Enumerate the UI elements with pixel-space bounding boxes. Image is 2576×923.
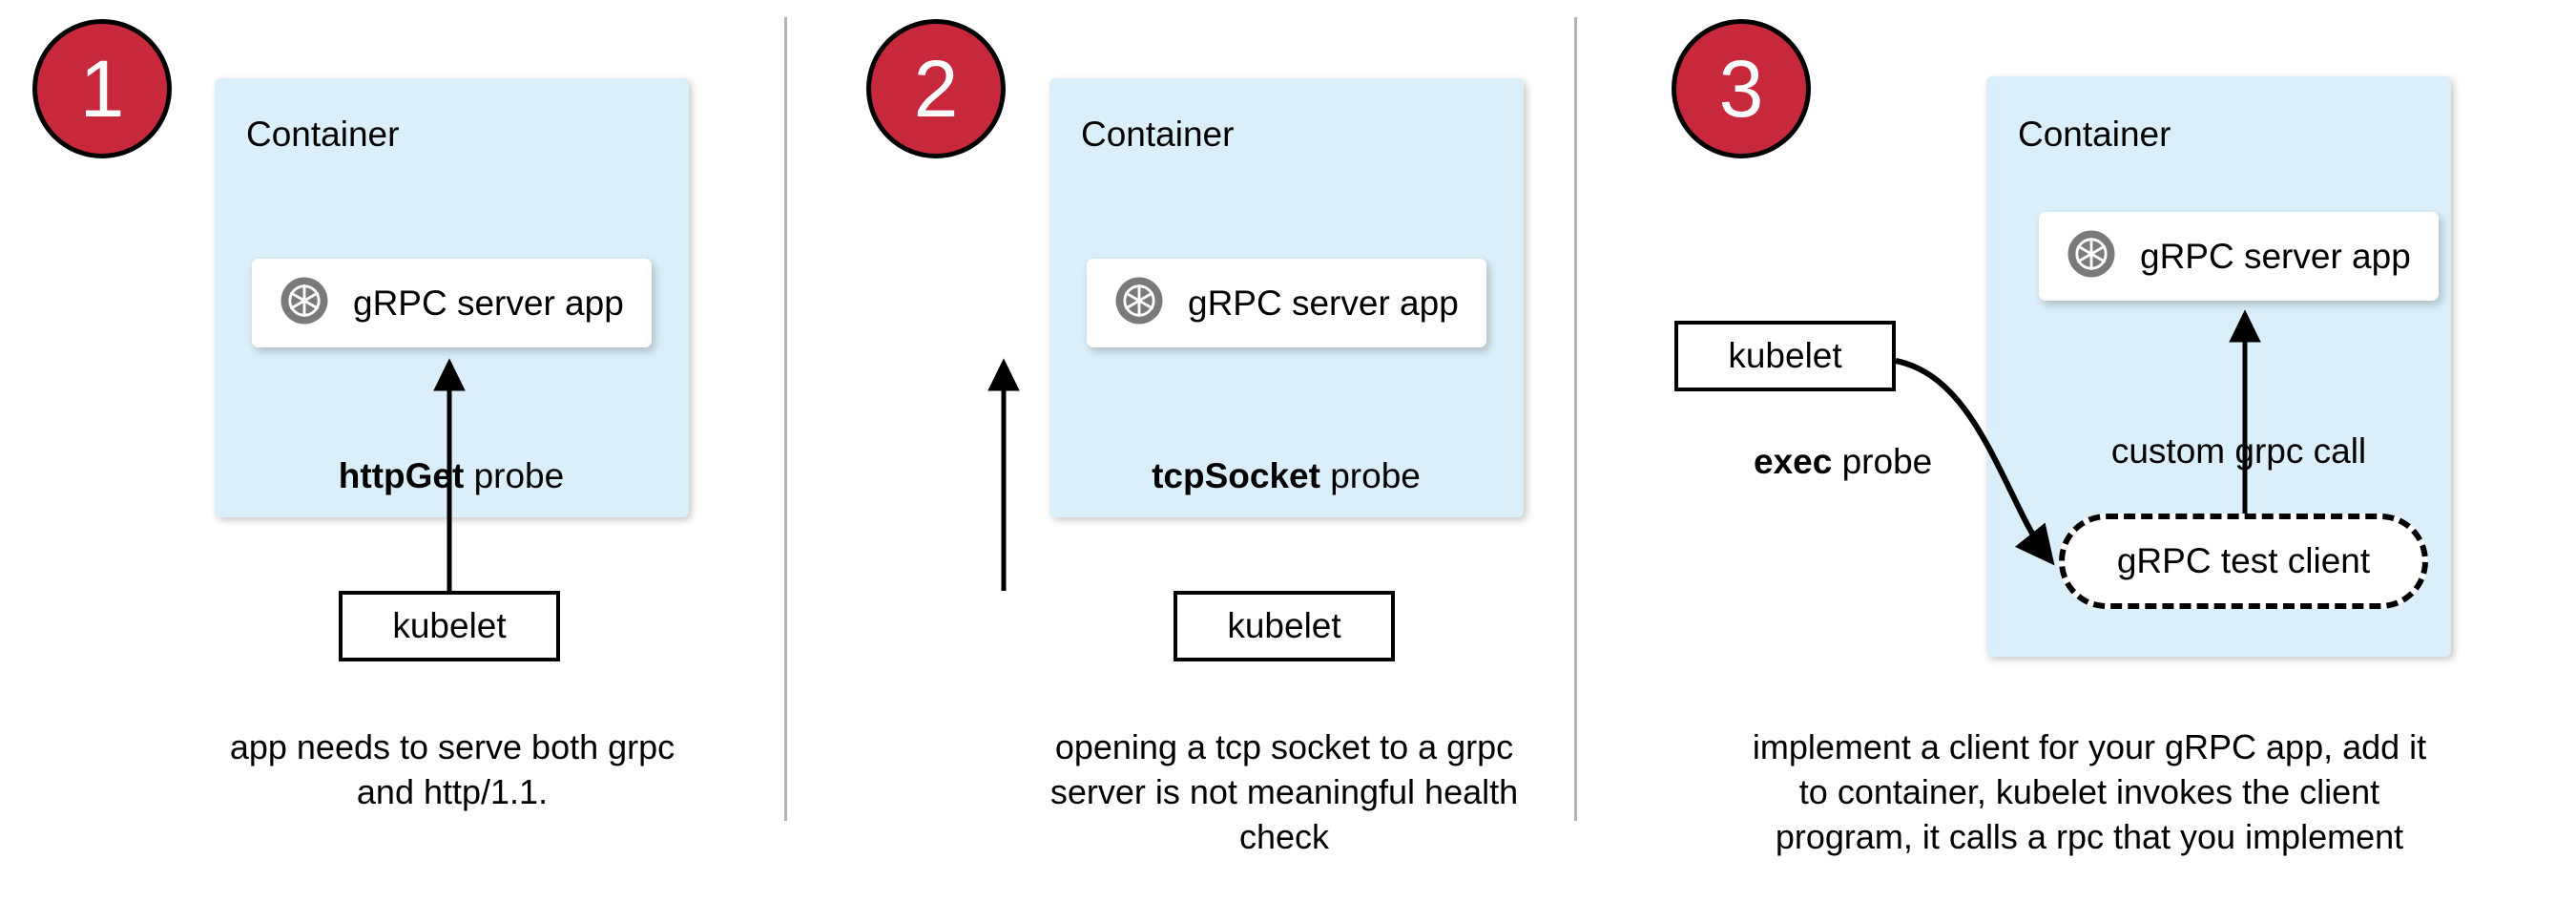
kubelet-box-1[interactable]: kubelet [339,591,560,661]
grpc-server-app-card-1[interactable]: gRPC server app [252,259,652,347]
step-badge-1-number: 1 [79,44,125,134]
grpc-server-app-card-3[interactable]: gRPC server app [2039,212,2439,301]
kubelet-label-1: kubelet [392,606,507,645]
step-badge-1: 1 [32,19,172,158]
panel-divider-2 [1574,17,1577,821]
probe-name-3: exec [1754,442,1833,481]
grpc-test-client-label: gRPC test client [2116,541,2371,580]
kubelet-box-2[interactable]: kubelet [1174,591,1395,661]
panel-divider-1 [784,17,787,821]
panel-caption-1: app needs to serve both grpc and http/1.… [229,727,675,811]
kubelet-label-3: kubelet [1728,336,1842,375]
grpc-server-app-label-1: gRPC server app [353,283,624,323]
probe-edge-label-1: httpGet probe [260,456,642,496]
step-badge-2: 2 [866,19,1006,158]
container-label-2: Container [1081,115,1235,154]
step-badge-3-number: 3 [1718,44,1764,134]
probe-suffix-3: probe [1832,442,1933,481]
probe-suffix-1: probe [464,456,565,495]
panel-2: 2 Container [784,0,1574,923]
grpc-test-client-box[interactable]: gRPC test client [2059,514,2428,609]
panel-caption-2: opening a tcp socket to a grpc server is… [1049,727,1519,856]
custom-grpc-call-label: custom grpc call [2110,431,2367,471]
step-badge-2-number: 2 [913,44,959,134]
container-label-3: Container [2018,115,2171,154]
grpc-aperture-icon [279,275,330,331]
panel-caption-3: implement a client for your gRPC app, ad… [1752,727,2427,856]
kubelet-label-2: kubelet [1227,606,1341,645]
container-label-1: Container [246,115,400,154]
probe-name-2: tcpSocket [1152,456,1320,495]
step-badge-3: 3 [1672,19,1811,158]
probe-edge-label-2: tcpSocket probe [1095,456,1477,496]
panel-1: 1 Container [0,0,784,923]
grpc-server-app-label-2: gRPC server app [1188,283,1459,323]
probe-suffix-2: probe [1319,456,1421,495]
grpc-server-app-label-3: gRPC server app [2140,236,2411,276]
panel-3: 3 Container [1574,0,2576,923]
exec-probe-edge-label: exec probe [1754,442,2078,482]
grpc-server-app-card-2[interactable]: gRPC server app [1087,259,1486,347]
grpc-aperture-icon [2066,228,2117,284]
grpc-aperture-icon [1113,275,1165,331]
kubelet-box-3[interactable]: kubelet [1674,321,1896,391]
probe-name-1: httpGet [338,456,465,495]
